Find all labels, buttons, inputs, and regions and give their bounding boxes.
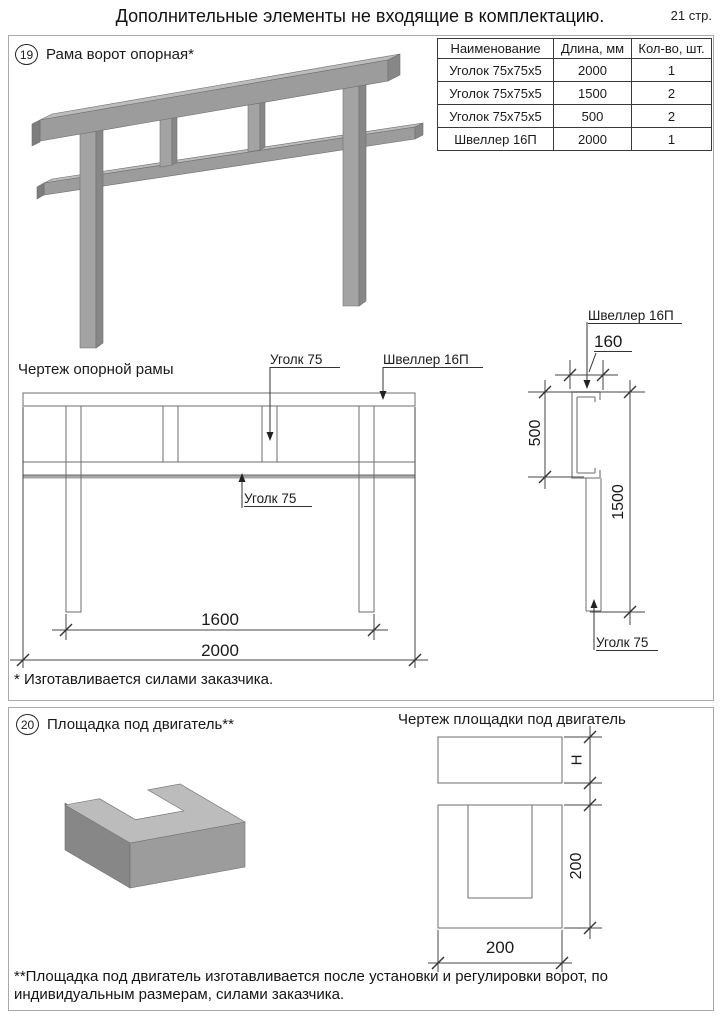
dim-2000: 2000 [201, 641, 239, 660]
cell-qty: 1 [631, 58, 712, 82]
frame-drawing-caption: Чертеж опорной рамы [18, 361, 174, 378]
cell-name: Уголок 75х75х5 [437, 58, 554, 82]
cell-name: Уголок 75х75х5 [437, 104, 554, 128]
section-19-title: Рама ворот опорная* [46, 46, 194, 63]
dim-height-H: Н [568, 754, 586, 766]
label-shveller-top: Швеллер 16П [383, 352, 483, 368]
cell-qty: 2 [631, 104, 712, 128]
dim-500: 500 [527, 419, 544, 447]
rail-outline [22, 461, 416, 476]
section-20-footnote: **Площадка под двигатель изготавливается… [14, 968, 608, 1003]
pad-drawing-caption: Чертеж площадки под двигатель [398, 711, 626, 728]
cell-qty: 1 [631, 127, 712, 151]
cell-qty: 2 [631, 81, 712, 105]
table-row: Уголок 75х75х5 500 2 [437, 104, 712, 128]
label-ugolok-side: Уголк 75 [596, 635, 659, 651]
frame-side-view-drawing [528, 322, 645, 650]
label-ugolok-top: Уголк 75 [270, 352, 341, 368]
frame-3d-image [31, 53, 424, 349]
section-20-number-badge: 20 [16, 714, 39, 735]
dim-1500: 1500 [610, 484, 627, 520]
dim-1600: 1600 [201, 610, 239, 629]
block-top-face [64, 783, 246, 844]
page-number: 21 стр. [670, 8, 712, 23]
section-19-footnote: * Изготавливается силами заказчика. [14, 671, 274, 688]
table-row: Швеллер 16П 2000 1 [437, 127, 712, 151]
dim-200-vertical: 200 [568, 852, 585, 880]
section-20-box: 20 Площадка под двигатель** Чертеж площа… [8, 707, 714, 1011]
pad-plan-view [437, 804, 563, 929]
pad-drawing [428, 726, 602, 972]
page-title: Дополнительные элементы не входящие в ко… [115, 6, 605, 26]
cell-length: 1500 [553, 81, 632, 105]
beam-outline [22, 392, 416, 407]
left-post [79, 113, 97, 349]
section-19-header: 19 Рама ворот опорная* [15, 44, 194, 65]
table-header-row: Наименование Длина, мм Кол-во, шт. [437, 38, 712, 59]
cell-length: 2000 [553, 127, 632, 151]
left-leg-outline [65, 405, 82, 613]
right-leg-outline [358, 405, 375, 613]
table-row: Уголок 75х75х5 1500 2 [437, 81, 712, 105]
section-20-title: Площадка под двигатель** [47, 716, 234, 733]
cell-name: Швеллер 16П [437, 127, 554, 151]
section-19-box: 19 Рама ворот опорная* Наименование Длин… [8, 35, 714, 701]
angle-bar [585, 478, 602, 612]
col-header-qty: Кол-во, шт. [631, 38, 712, 59]
table-row: Уголок 75х75х5 2000 1 [437, 58, 712, 82]
right-post [342, 77, 360, 307]
label-ugolok-mid: Уголк 75 [244, 491, 313, 507]
cell-name: Уголок 75х75х5 [437, 81, 554, 105]
section-20-header: 20 Площадка под двигатель** [16, 714, 234, 735]
col-header-length: Длина, мм [553, 38, 632, 59]
pad-side-view [437, 736, 563, 784]
frame-front-view-drawing [10, 367, 428, 668]
cell-length: 500 [553, 104, 632, 128]
pad-3d-image [64, 783, 246, 889]
parts-table: Наименование Длина, мм Кол-во, шт. Уголо… [437, 38, 712, 151]
col-header-name: Наименование [437, 38, 554, 59]
label-shveller-side: Швеллер 16П [588, 308, 682, 324]
cell-length: 2000 [553, 58, 632, 82]
dim-200-horizontal: 200 [485, 938, 515, 957]
section-19-number-badge: 19 [15, 44, 38, 65]
dim-160: 160 [594, 332, 633, 352]
